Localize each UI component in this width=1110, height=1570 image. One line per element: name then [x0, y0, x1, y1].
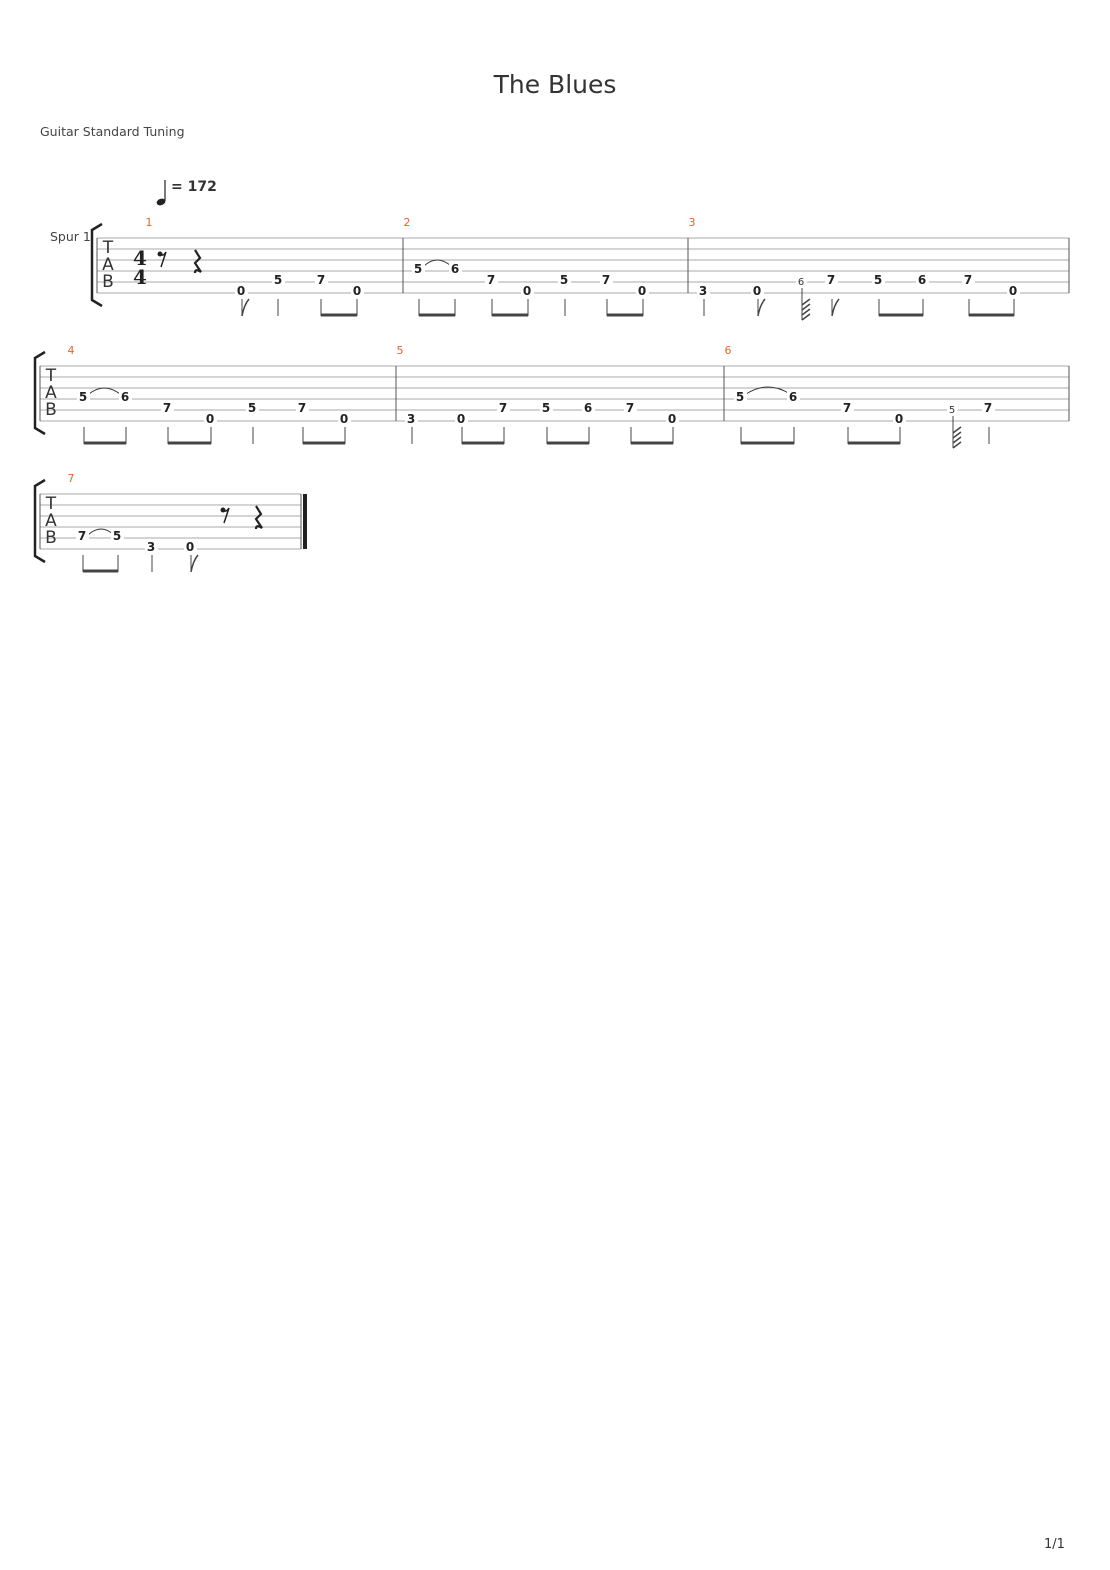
slur [88, 387, 121, 395]
fret-number: 6 [584, 401, 592, 415]
eighth-rest-icon [157, 251, 167, 268]
fret-number: 5 [874, 273, 882, 287]
time-signature-numerator: 4 [133, 246, 147, 270]
measure-5: 3 0 7 5 6 7 0 [405, 401, 679, 445]
fret-number: 0 [237, 284, 245, 298]
fret-number: 0 [668, 412, 676, 426]
clef-letter-t: T [45, 366, 57, 386]
fret-number: 0 [206, 412, 214, 426]
clef-letter-b: B [45, 528, 57, 548]
clef-letter-a: A [45, 511, 57, 531]
measure-2: 5 6 7 0 5 7 0 [412, 259, 649, 317]
page-number: 1/1 [1044, 1537, 1065, 1552]
system-bracket [90, 222, 103, 308]
fret-number: 7 [298, 401, 306, 415]
fret-number: 6 [451, 262, 459, 276]
fret-number: 5 [274, 273, 282, 287]
fret-number: 7 [602, 273, 610, 287]
system-3: T A B 7 7 5 3 0 [33, 472, 307, 573]
system-2: T A B 4 5 6 5 6 7 0 5 7 0 [33, 344, 1070, 449]
staff-lines [40, 365, 1069, 422]
fret-number: 7 [499, 401, 507, 415]
fret-number: 7 [964, 273, 972, 287]
fret-number: 5 [113, 529, 121, 543]
measure-number: 2 [404, 216, 411, 229]
fret-number: 5 [248, 401, 256, 415]
measure-1: 0 5 7 0 [235, 273, 364, 317]
fret-number: 3 [407, 412, 415, 426]
fret-number: 0 [638, 284, 646, 298]
clef-letter-b: B [45, 400, 57, 420]
fret-number: 0 [186, 540, 194, 554]
fret-number: 7 [317, 273, 325, 287]
measure-number: 4 [68, 344, 75, 357]
quarter-rest-icon [193, 249, 202, 274]
staff-lines [97, 237, 1069, 294]
fret-number: 5 [542, 401, 550, 415]
fret-number: 6 [121, 390, 129, 404]
fret-number: 5 [414, 262, 422, 276]
fret-number: 3 [699, 284, 707, 298]
measure-number: 3 [689, 216, 696, 229]
final-barline [303, 494, 307, 549]
clef-letter-a: A [102, 255, 114, 275]
fret-number: 0 [895, 412, 903, 426]
measure-4: 5 6 7 0 5 7 0 [77, 387, 351, 445]
measure-number: 7 [68, 472, 75, 485]
fret-number: 7 [163, 401, 171, 415]
barlines [39, 494, 307, 549]
fret-number: 5 [79, 390, 87, 404]
fret-number: 7 [843, 401, 851, 415]
fret-number: 6 [789, 390, 797, 404]
fret-number: 7 [984, 401, 992, 415]
fret-number: 7 [827, 273, 835, 287]
fret-number: 0 [1009, 284, 1017, 298]
time-signature-denominator: 4 [133, 265, 147, 289]
system-1: T A B 4 4 1 2 3 0 5 7 0 [90, 216, 1070, 321]
measure-number: 1 [146, 216, 153, 229]
barlines [39, 366, 1070, 421]
system-bracket [33, 478, 46, 564]
fret-number: 0 [457, 412, 465, 426]
quarter-note-icon [156, 180, 166, 206]
fret-number: 6 [918, 273, 926, 287]
fret-number: 7 [487, 273, 495, 287]
fret-number: 0 [353, 284, 361, 298]
grace-fret-number: 6 [798, 277, 804, 288]
fret-number: 0 [340, 412, 348, 426]
measure-3: 3 0 6 7 5 6 7 0 [697, 273, 1020, 321]
grace-fret-number: 5 [949, 405, 955, 416]
track-name: Spur 1 [50, 229, 91, 244]
fret-number: 3 [147, 540, 155, 554]
quarter-rest-icon [254, 505, 263, 530]
clef-letter-t: T [102, 238, 114, 258]
fret-number: 0 [753, 284, 761, 298]
measure-6: 5 6 7 0 5 7 [734, 386, 995, 449]
clef-letter-a: A [45, 383, 57, 403]
fret-number: 7 [626, 401, 634, 415]
fret-number: 5 [736, 390, 744, 404]
tempo-marking: = 172 [171, 179, 217, 195]
measure-number: 6 [725, 344, 732, 357]
system-bracket [33, 350, 46, 436]
measure-number: 5 [397, 344, 404, 357]
eighth-rest-icon [220, 507, 230, 524]
tuning-label: Guitar Standard Tuning [40, 124, 185, 139]
slur [423, 259, 452, 267]
fret-number: 5 [560, 273, 568, 287]
barlines [96, 238, 1070, 293]
measure-7: 7 5 3 0 [76, 505, 263, 573]
fret-number: 0 [523, 284, 531, 298]
clef-letter-b: B [102, 272, 114, 292]
slur [745, 386, 791, 395]
slur [87, 528, 115, 536]
clef-letter-t: T [45, 494, 57, 514]
fret-number: 7 [78, 529, 86, 543]
score-title: The Blues [493, 70, 617, 99]
